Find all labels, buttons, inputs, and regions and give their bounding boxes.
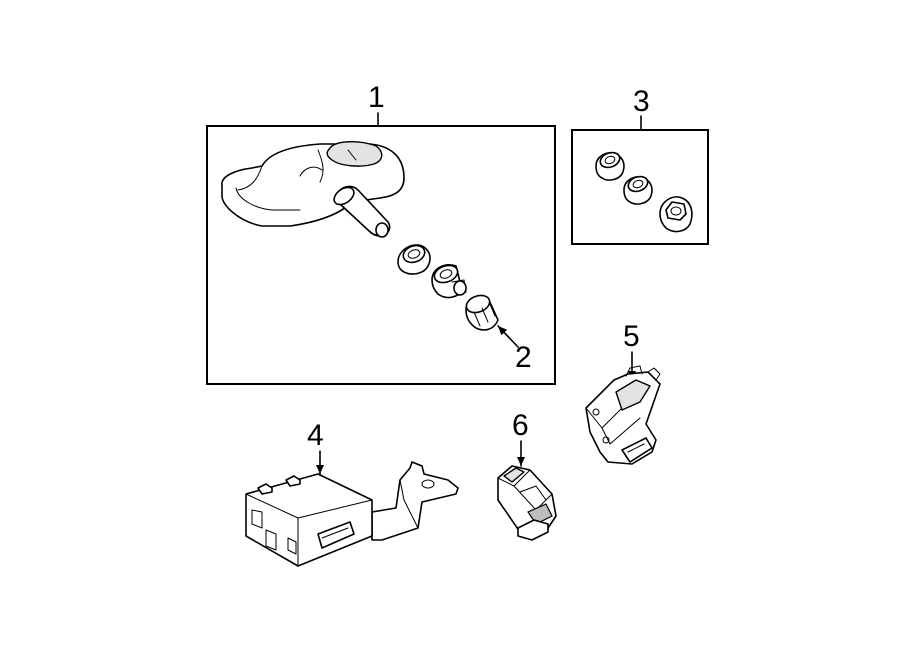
callout-5-group: 5 [623, 320, 640, 381]
callout-2-arrow [497, 325, 519, 348]
callout-number-1: 1 [368, 81, 385, 114]
callout-number-2: 2 [515, 341, 532, 374]
callout-2-group: 2 [497, 325, 532, 374]
kit-nut [659, 196, 693, 233]
kit-grommet [595, 151, 625, 181]
callout-4-group: 4 [307, 419, 324, 475]
valve-kit-box [571, 129, 709, 245]
callout-3-group: 3 [571, 85, 709, 245]
callout-number-5: 5 [623, 320, 640, 353]
callout-1-group: 1 [206, 81, 556, 385]
tpms-receiver-module [245, 461, 459, 567]
tpms-reset-switch [497, 465, 557, 541]
callout-6-group: 6 [512, 409, 529, 467]
valve-nut [431, 264, 467, 299]
sensor-assembly-box [206, 125, 556, 385]
tpms-initiator [585, 365, 661, 465]
tire-pressure-sensor [221, 141, 405, 238]
callout-number-6: 6 [512, 409, 529, 442]
callout-number-4: 4 [307, 419, 324, 452]
kit-washer [623, 175, 653, 205]
callout-number-3: 3 [633, 85, 650, 118]
sensor-grommet [397, 244, 431, 275]
valve-cap [465, 294, 499, 331]
